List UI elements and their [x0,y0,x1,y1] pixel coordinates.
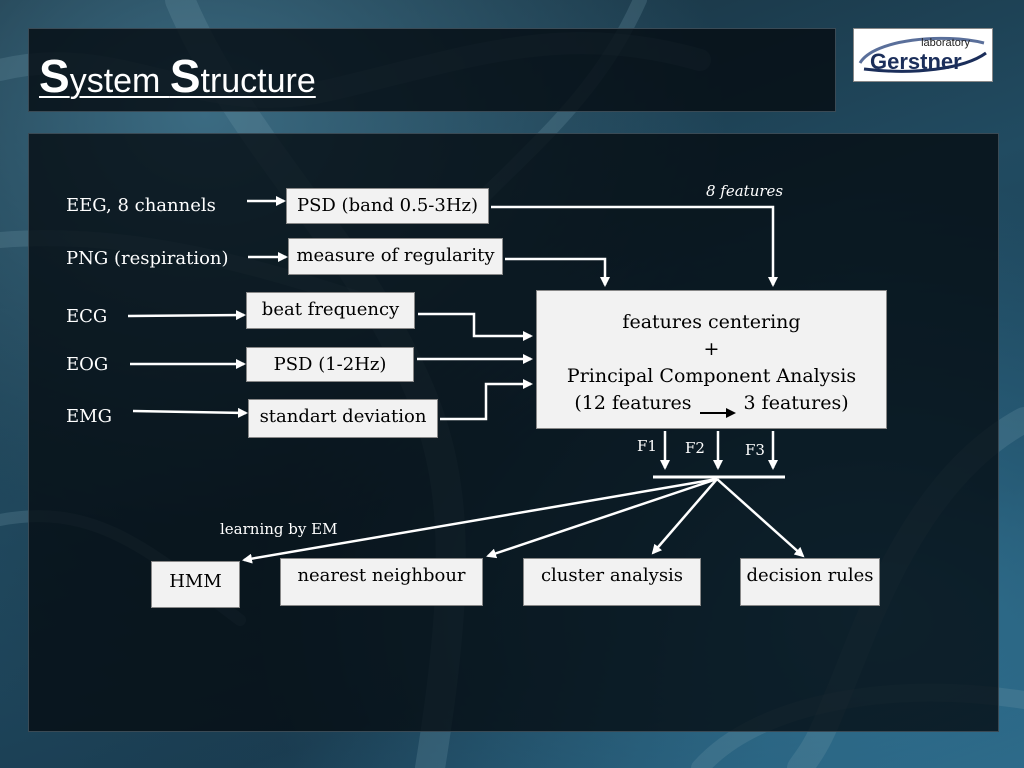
logo-subtitle: laboratory [921,37,970,49]
title-initial-s2: S [169,50,201,102]
pca-to-features: 3 features) [743,392,849,414]
box-hmm-label: HMM [169,571,222,592]
box-nearest-neighbour-label: nearest neighbour [297,565,466,586]
box-beat-frequency: beat frequency [246,292,415,329]
box-regularity-label: measure of regularity [296,245,495,266]
input-ecg: ECG [66,306,108,327]
box-psd-eog-label: PSD (1-2Hz) [273,354,387,375]
box-psd-eeg-label: PSD (band 0.5-3Hz) [296,195,479,216]
learning-by-em-label: learning by EM [220,520,338,538]
box-psd-eog: PSD (1-2Hz) [246,347,414,382]
diagram-panel [28,133,999,732]
box-nearest-neighbour: nearest neighbour [280,558,483,606]
box-psd-eeg: PSD (band 0.5-3Hz) [286,188,489,224]
logo-swoosh-icon [858,36,987,73]
box-standart-deviation: standart deviation [248,399,438,438]
pca-line-centering: features centering [622,311,801,333]
pca-line-plus: + [703,338,720,360]
output-f3: F3 [745,441,765,459]
title-initial-s: S [39,50,70,102]
box-standart-deviation-label: standart deviation [259,406,427,427]
input-eog: EOG [66,354,109,375]
pca-line-pca: Principal Component Analysis [566,365,857,387]
arrow-right-icon [699,399,736,418]
box-regularity: measure of regularity [288,238,503,275]
box-cluster-analysis: cluster analysis [523,558,701,606]
logo-name: Gerstner [870,49,962,74]
output-f1: F1 [637,437,657,455]
title-bar: System Structure [28,28,836,112]
input-emg: EMG [66,406,112,427]
title-word-structure: tructure [200,62,316,100]
box-beat-frequency-label: beat frequency [261,299,400,320]
pca-line-reduction: (12 features 3 features) [537,390,886,418]
box-decision-rules-label: decision rules [746,565,874,586]
input-eeg: EEG, 8 channels [66,195,216,216]
box-hmm: HMM [151,561,240,608]
box-cluster-analysis-label: cluster analysis [540,565,684,586]
output-f2: F2 [685,439,705,457]
pca-from-features: (12 features [574,392,692,414]
input-png: PNG (respiration) [66,248,229,269]
title-word-system: ystem [69,62,170,100]
eight-features-label: 8 features [706,182,784,200]
box-decision-rules: decision rules [740,558,880,606]
box-pca: features centering + Principal Component… [536,290,887,429]
page-title: System Structure [39,49,316,103]
gerstner-logo: laboratory Gerstner [853,28,993,82]
